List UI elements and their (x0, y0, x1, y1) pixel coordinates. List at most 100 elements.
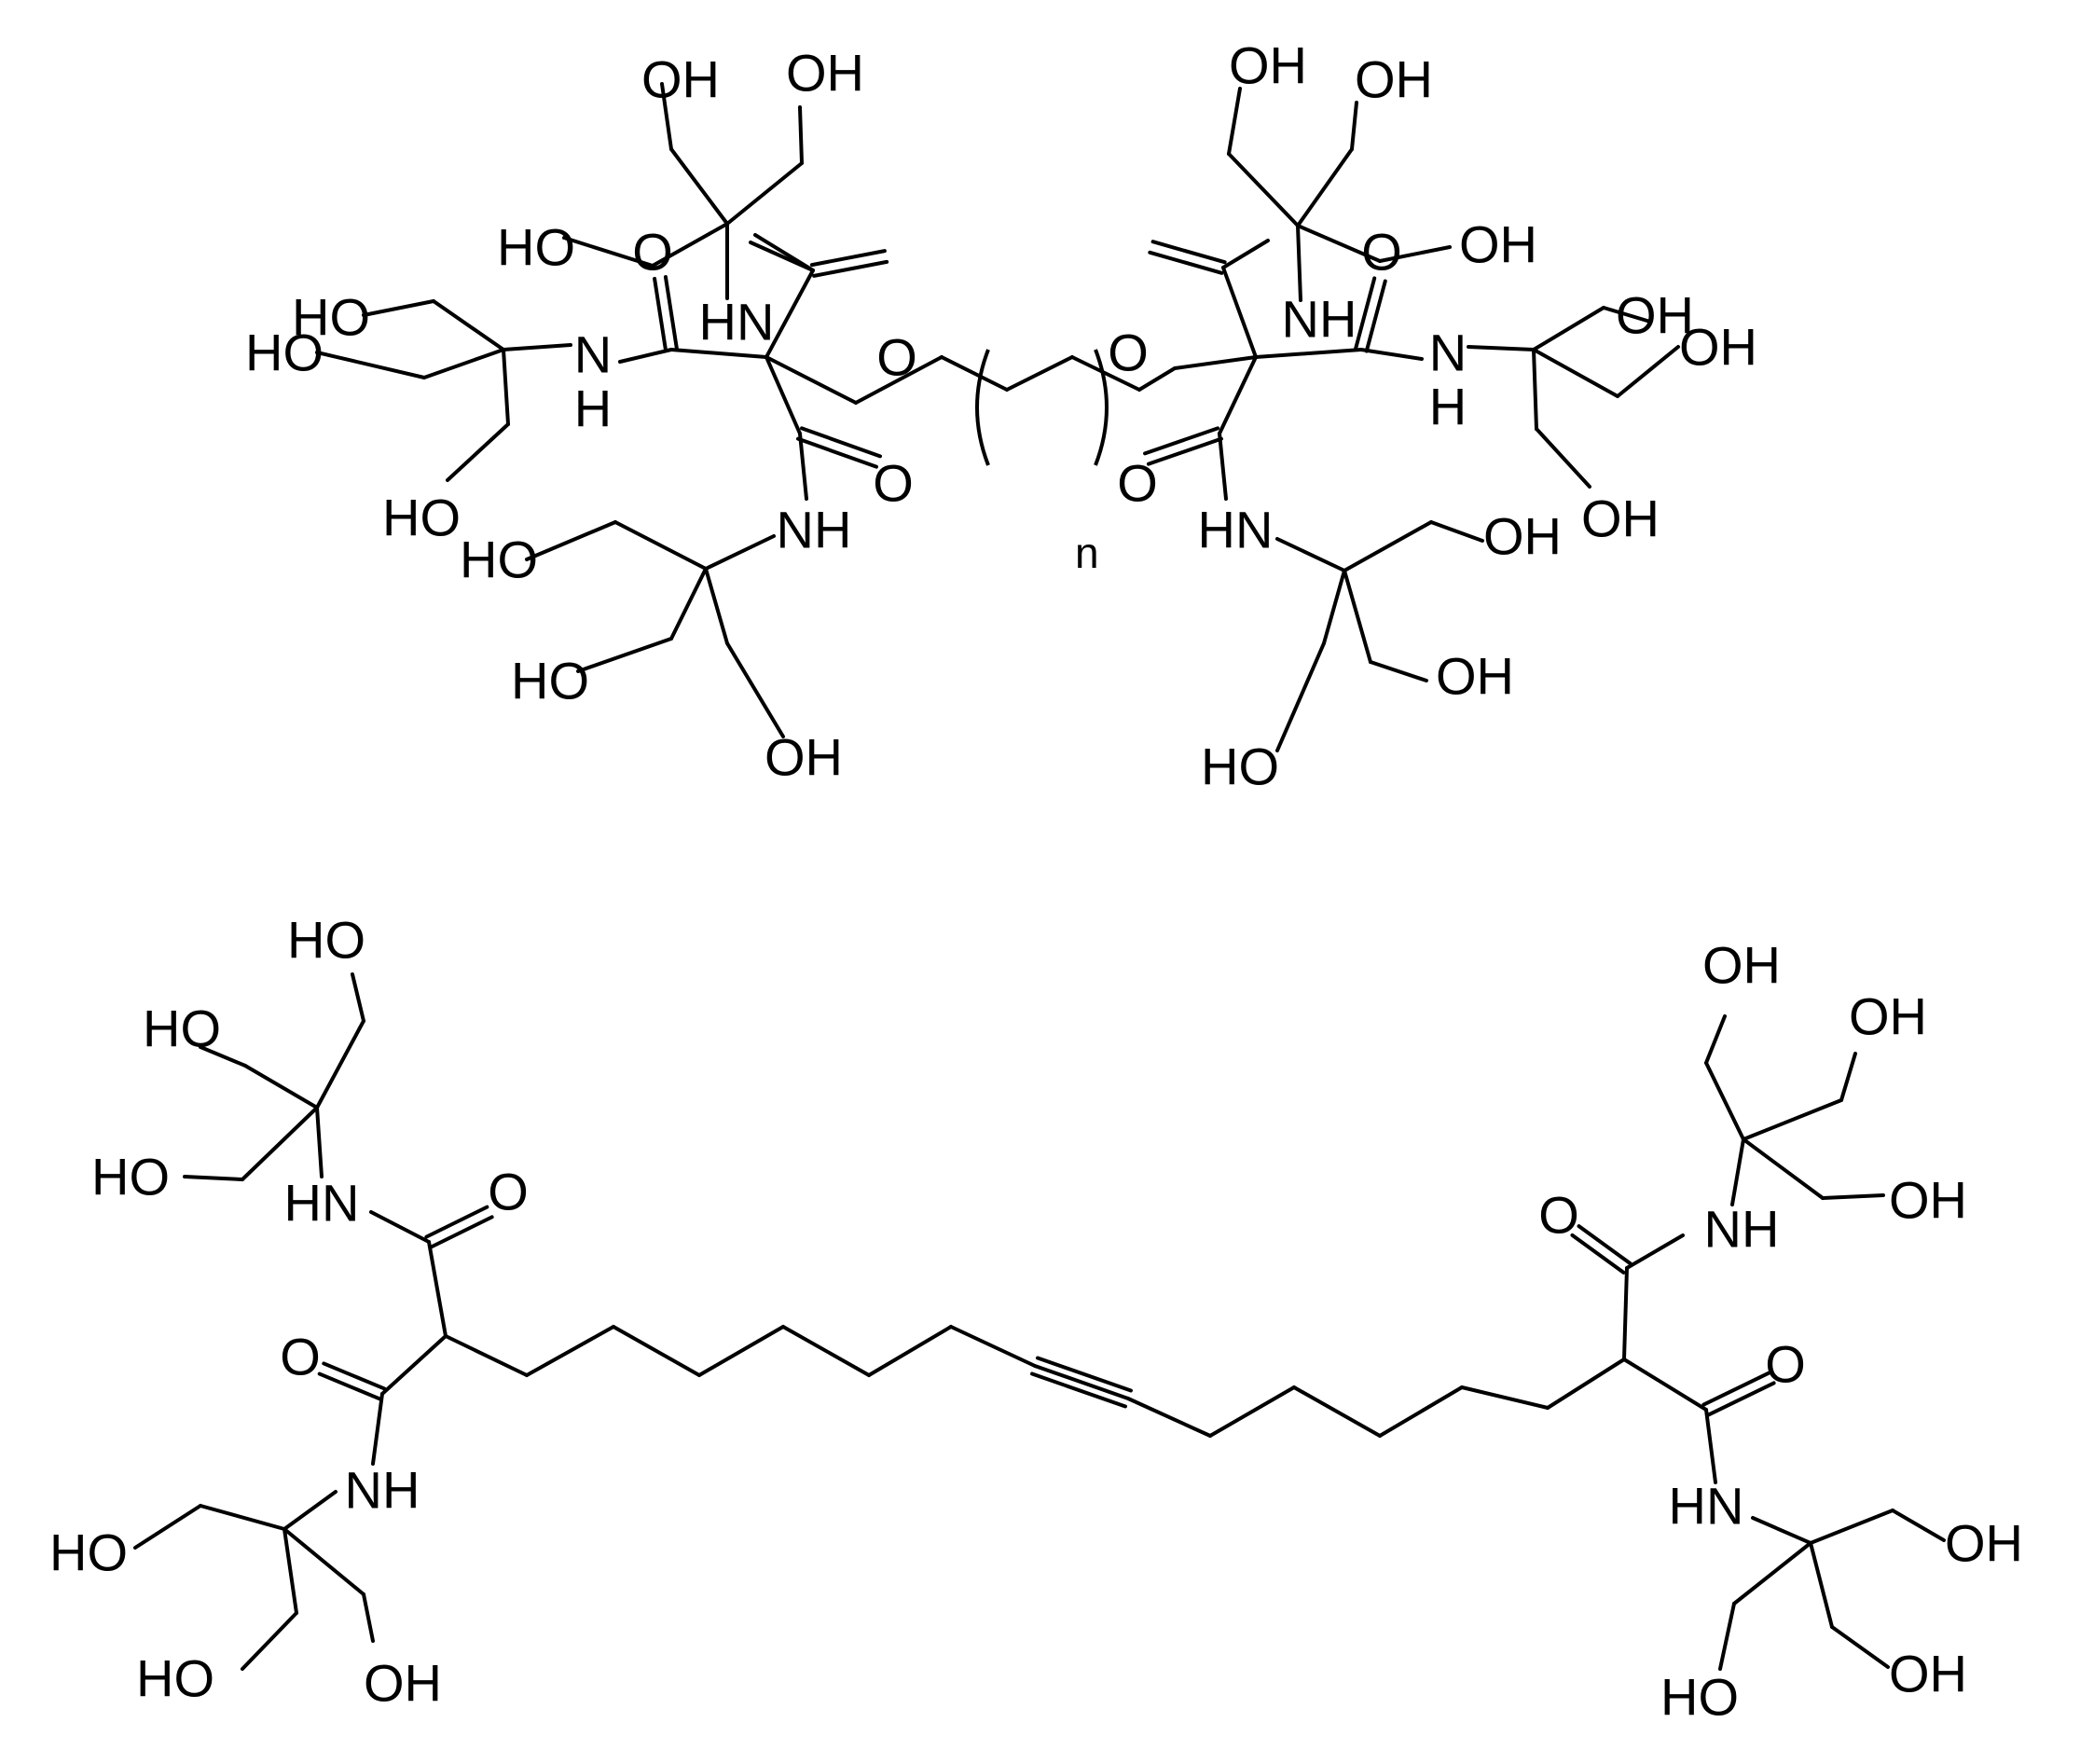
atom-label: O (1361, 223, 1402, 282)
single-bond (362, 1592, 375, 1643)
single-bond (1809, 1541, 1834, 1629)
single-bond (1218, 432, 1228, 501)
hydroxyl-label: HO (287, 911, 365, 970)
close-parenthesis (1094, 349, 1109, 466)
hydroxyl-label: HO (1201, 737, 1279, 796)
single-bond (1742, 1137, 1825, 1200)
carbonyl-double-bond (1364, 279, 1387, 353)
atom-label: O (632, 223, 673, 282)
hydroxyl-label: HO (49, 1523, 128, 1582)
single-bond (1467, 345, 1536, 351)
hydroxyl-label: HO (497, 218, 575, 277)
single-bond (1343, 569, 1372, 664)
alkyl-chain-bond (949, 1325, 1037, 1368)
single-bond (1821, 1193, 1885, 1200)
single-bond (183, 1175, 244, 1181)
single-bond (133, 1504, 202, 1550)
hydroxyl-label: HO (511, 652, 589, 710)
amide-nh-label: NH (777, 501, 852, 559)
alkyl-chain-bond (444, 1334, 529, 1377)
single-bond (446, 422, 510, 482)
alkyl-chain-bond (940, 355, 1009, 392)
single-bond (1625, 1233, 1685, 1270)
single-bond (1296, 224, 1302, 302)
hydroxyl-label: HO (382, 489, 461, 547)
hydroxyl-label: OH (1679, 318, 1757, 377)
alkyl-chain-bond (1546, 1357, 1626, 1410)
hydroxyl-label: HO (91, 1148, 170, 1206)
single-bond (427, 1240, 448, 1338)
hydroxyl-label: HO (292, 288, 370, 347)
single-bond (1742, 1098, 1843, 1141)
hydroxyl-label: HO (143, 999, 221, 1058)
single-bond (1622, 1357, 1708, 1412)
single-bond (704, 534, 776, 571)
single-bond (1622, 1266, 1629, 1361)
hydroxyl-label: OH (1945, 1514, 2023, 1573)
carbonyl-double-bond (1701, 1371, 1771, 1407)
hydroxyl-label: OH (1229, 36, 1307, 95)
amide-nh-label: HN (284, 1174, 360, 1233)
triple-bond (1030, 1371, 1128, 1409)
open-parenthesis (975, 349, 990, 466)
hydroxyl-label: OH (1889, 1171, 1967, 1230)
alkyl-chain-bond (525, 1325, 615, 1377)
hydroxyl-label: OH (641, 50, 720, 109)
single-bond (1221, 239, 1270, 269)
carbonyl-double-bond (424, 1205, 489, 1239)
single-bond (1730, 1137, 1745, 1206)
single-bond (362, 299, 435, 317)
single-bond (704, 567, 729, 645)
atom-label: O (488, 1163, 529, 1221)
single-bond (562, 236, 654, 268)
hydroxyl-label: OH (1436, 647, 1514, 706)
alkyl-chain-bond (867, 1325, 953, 1377)
carbonyl-double-bond (1148, 250, 1224, 275)
single-bond (651, 222, 729, 268)
amide-h-label: H (1429, 378, 1467, 436)
single-bond (1369, 660, 1428, 682)
alkyl-chain-bond (765, 355, 858, 405)
alkyl-chain-bond (1378, 1385, 1464, 1438)
single-bond (1602, 306, 1652, 324)
bond-lines (133, 82, 1946, 1671)
single-bond (199, 1045, 247, 1068)
alkyl-chain-bond (1460, 1385, 1550, 1410)
single-bond (1254, 348, 1363, 359)
single-bond (1218, 355, 1258, 435)
atom-label: O (873, 454, 914, 513)
hydroxyl-label: OH (1616, 286, 1694, 345)
single-bond (282, 1527, 365, 1596)
single-bond (371, 1392, 384, 1466)
single-bond (369, 1210, 431, 1244)
hydroxyl-label: OH (1702, 936, 1781, 995)
hydroxyl-label: OH (364, 1654, 442, 1713)
single-bond (241, 1611, 298, 1671)
amide-nh-label: NH (345, 1461, 420, 1520)
hydroxyl-label: HO (245, 324, 324, 382)
single-bond (753, 233, 815, 272)
single-bond (1532, 348, 1619, 398)
single-bond (1704, 1408, 1717, 1484)
single-bond (1322, 569, 1346, 645)
single-bond (315, 1106, 324, 1178)
single-bond (613, 520, 708, 571)
carbonyl-double-bond (322, 1361, 387, 1391)
alkyl-chain-bond (854, 355, 944, 405)
alkyl-chain-bond (1070, 355, 1141, 392)
single-bond (199, 1504, 286, 1531)
repeat-unit-brackets (975, 349, 1109, 466)
hydroxyl-label: OH (1459, 215, 1537, 274)
carbonyl-double-bond (1143, 426, 1220, 456)
single-bond (432, 299, 505, 351)
single-bond (282, 1490, 337, 1531)
carbonyl-double-bond (663, 275, 679, 351)
single-bond (1704, 1061, 1745, 1141)
alkyl-chain-bond (1005, 355, 1074, 392)
atom-label: O (280, 1328, 321, 1386)
hydroxyl-label: OH (1581, 489, 1660, 548)
alkyl-chain-bond (697, 1325, 785, 1377)
single-bond (576, 637, 673, 673)
